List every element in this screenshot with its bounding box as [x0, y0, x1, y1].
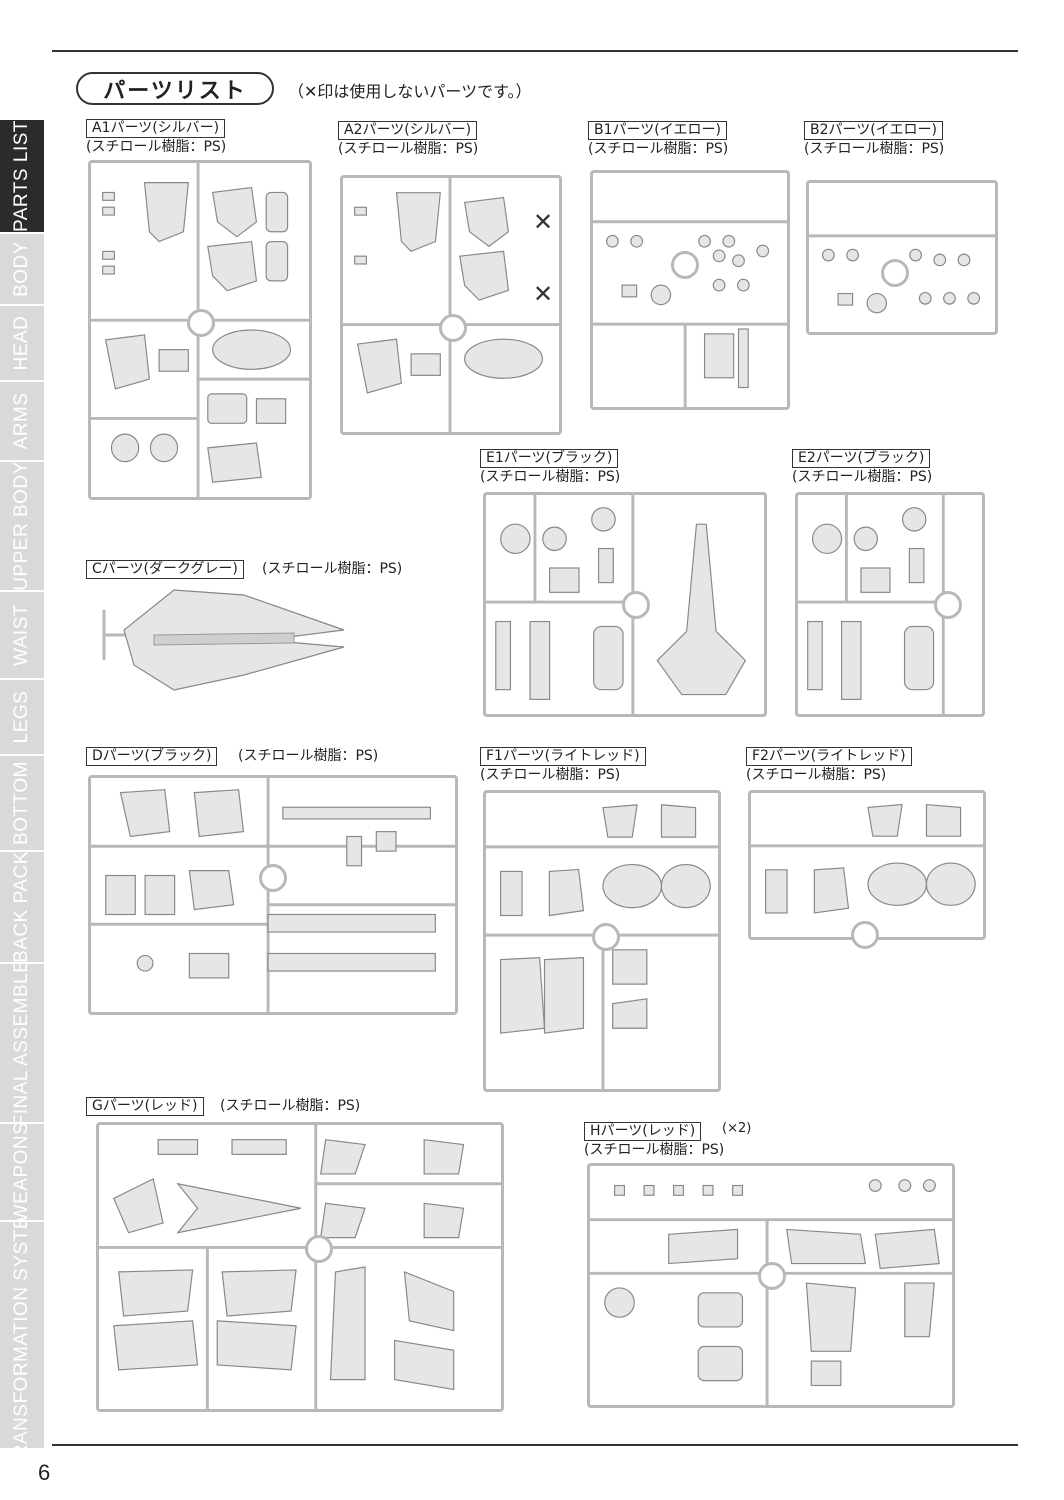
runner-b2 — [806, 180, 998, 335]
part-e1-section: E1パーツ(ブラック) (スチロール樹脂：PS) — [480, 447, 620, 487]
runner-f1-drawing — [486, 804, 718, 1089]
part-h-section: Hパーツ(レッド) (スチロール樹脂：PS) — [584, 1120, 724, 1160]
part-b2-section: B2パーツ(イエロー) (スチロール樹脂：PS) — [804, 119, 944, 159]
part-material: (スチロール樹脂：PS) — [804, 141, 945, 157]
part-label: F1パーツ(ライトレッド) — [480, 747, 646, 766]
unused-parts-note: （✕印は使用しないパーツです。） — [288, 82, 532, 101]
runner-gate — [592, 923, 620, 951]
runner-h-drawing — [590, 1179, 952, 1405]
runner-f2-drawing — [751, 803, 983, 914]
part-label: B1パーツ(イエロー) — [588, 121, 728, 140]
part-label: F2パーツ(ライトレッド) — [746, 747, 912, 766]
part-g-section: Gパーツ(レッド) — [86, 1095, 204, 1116]
runner-gate — [881, 259, 909, 287]
runner-gate — [439, 314, 467, 342]
unused-part-mark: ✕ — [533, 280, 554, 308]
runner-a1-drawing — [91, 163, 309, 497]
tab-head[interactable]: HEAD — [0, 306, 44, 382]
page-title: パーツリスト — [76, 72, 274, 105]
runner-gate — [622, 591, 650, 619]
runner-f2 — [748, 790, 986, 949]
part-label: E2パーツ(ブラック) — [792, 449, 931, 468]
section-tabs: PARTS LIST BODY HEAD ARMS UPPER BODY WAI… — [0, 120, 44, 1450]
runner-e2-drawing — [798, 495, 945, 714]
runner-gate — [934, 591, 962, 619]
quantity-note: (×2) — [722, 1121, 752, 1136]
runner-gate — [305, 1235, 333, 1263]
runner-gate — [758, 1262, 786, 1290]
part-d-section: Dパーツ(ブラック) — [86, 745, 218, 766]
part-label: Cパーツ(ダークグレー) — [86, 560, 244, 579]
runner-d-drawing — [91, 778, 455, 1012]
part-material: (スチロール樹脂：PS) — [746, 767, 887, 783]
runner-a2: ✕ ✕ — [340, 175, 562, 435]
part-label: B2パーツ(イエロー) — [804, 121, 944, 140]
part-material: (スチロール樹脂：PS) — [584, 1142, 725, 1158]
tab-upper-body[interactable]: UPPER BODY — [0, 462, 44, 592]
tab-arms[interactable]: ARMS — [0, 382, 44, 462]
part-material: (スチロール樹脂：PS) — [86, 139, 227, 155]
tab-parts-list[interactable]: PARTS LIST — [0, 120, 44, 234]
tab-final-assemble[interactable]: FINAL ASSEMBLE — [0, 964, 44, 1124]
part-b1-section: B1パーツ(イエロー) (スチロール樹脂：PS) — [588, 119, 728, 159]
part-f2-section: F2パーツ(ライトレッド) (スチロール樹脂：PS) — [746, 745, 912, 785]
runner-e1 — [483, 492, 767, 717]
runner-b2-drawing — [809, 234, 995, 314]
top-rule — [52, 50, 1018, 52]
runner-a1 — [88, 160, 312, 500]
runner-a2-drawing — [343, 178, 559, 432]
tab-body[interactable]: BODY — [0, 234, 44, 306]
runner-g — [96, 1122, 504, 1412]
part-label: Gパーツ(レッド) — [86, 1097, 204, 1116]
runner-gate — [851, 921, 879, 949]
runner-c-drawing — [102, 589, 345, 691]
runner-e1-drawing — [486, 495, 747, 714]
part-material: (スチロール樹脂：PS) — [792, 469, 933, 485]
part-material: (スチロール樹脂：PS) — [262, 561, 403, 577]
tab-transformation-system[interactable]: TRANSFORMATION SYSTEM — [0, 1222, 44, 1450]
runner-c — [94, 585, 364, 695]
tab-bottom[interactable]: BOTTOM — [0, 756, 44, 852]
runner-f1 — [483, 790, 721, 1092]
runner-gate — [187, 309, 215, 337]
runner-gate — [259, 864, 287, 892]
part-f1-section: F1パーツ(ライトレッド) (スチロール樹脂：PS) — [480, 745, 646, 785]
part-material: (スチロール樹脂：PS) — [220, 1098, 361, 1114]
part-material: (スチロール樹脂：PS) — [480, 767, 621, 783]
part-a1-section: A1パーツ(シルバー) (スチロール樹脂：PS) — [86, 117, 226, 157]
part-a2-section: A2パーツ(シルバー) (スチロール樹脂：PS) — [338, 119, 478, 159]
part-label: Hパーツ(レッド) — [584, 1122, 702, 1141]
runner-gate — [671, 251, 699, 279]
tab-legs[interactable]: LEGS — [0, 680, 44, 756]
part-e2-section: E2パーツ(ブラック) (スチロール樹脂：PS) — [792, 447, 932, 487]
page-number: 6 — [38, 1460, 51, 1485]
runner-h — [587, 1163, 955, 1408]
part-material: (スチロール樹脂：PS) — [480, 469, 621, 485]
part-material: (スチロール樹脂：PS) — [338, 141, 479, 157]
part-material: (スチロール樹脂：PS) — [238, 748, 379, 764]
part-label: E1パーツ(ブラック) — [480, 449, 619, 468]
runner-e2 — [795, 492, 985, 717]
runner-g-drawing — [99, 1125, 501, 1409]
tab-back-pack[interactable]: BACK PACK — [0, 852, 44, 964]
part-c-section: Cパーツ(ダークグレー) — [86, 558, 244, 579]
part-label: Dパーツ(ブラック) — [86, 747, 218, 766]
tab-waist[interactable]: WAIST — [0, 592, 44, 680]
unused-part-mark: ✕ — [533, 208, 554, 236]
bottom-rule — [52, 1444, 1018, 1446]
tab-weapons[interactable]: WEAPONS — [0, 1124, 44, 1222]
runner-b1-drawing — [593, 220, 787, 407]
part-label: A2パーツ(シルバー) — [338, 121, 478, 140]
runner-d — [88, 775, 458, 1015]
part-label: A1パーツ(シルバー) — [86, 119, 226, 138]
runner-b1 — [590, 170, 790, 410]
part-material: (スチロール樹脂：PS) — [588, 141, 729, 157]
